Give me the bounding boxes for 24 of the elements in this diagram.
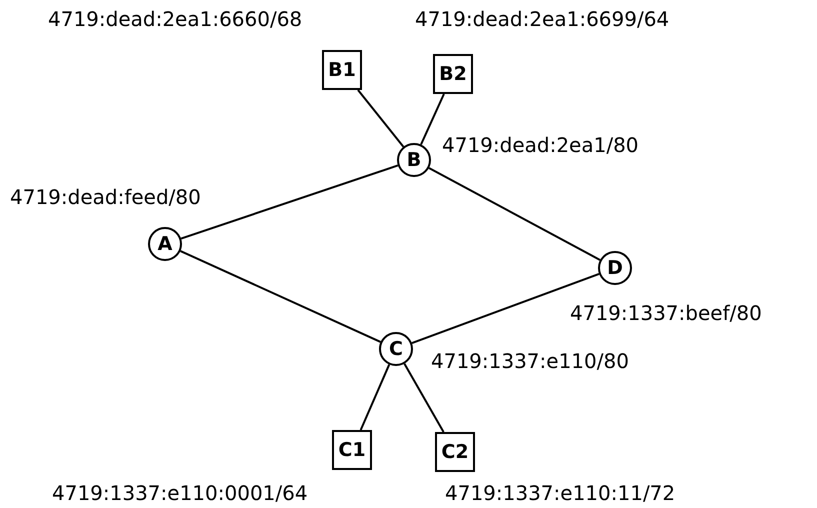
- host-node: C1: [332, 430, 372, 470]
- connector-line: [360, 364, 390, 430]
- connector-line: [357, 89, 404, 148]
- connector-line: [180, 164, 398, 240]
- host-node: B1: [322, 50, 362, 90]
- host-node: B2: [433, 54, 473, 94]
- address-label: 4719:dead:2ea1:6699/64: [415, 6, 670, 32]
- router-node: B: [397, 143, 431, 177]
- address-label: 4719:1337:e110/80: [431, 348, 629, 374]
- address-label: 4719:1337:beef/80: [570, 300, 762, 326]
- connector-line: [404, 363, 444, 432]
- address-label: 4719:1337:e110:11/72: [445, 480, 676, 506]
- connector-line: [412, 272, 600, 344]
- address-label: 4719:1337:e110:0001/64: [52, 480, 308, 506]
- connector-line: [180, 250, 381, 343]
- address-label: 4719:dead:2ea1:6660/68: [48, 6, 302, 32]
- router-node: D: [598, 251, 632, 285]
- address-label: 4719:dead:feed/80: [10, 184, 201, 210]
- address-label: 4719:dead:2ea1/80: [442, 132, 639, 158]
- connector-line: [428, 167, 600, 261]
- router-node: C: [379, 332, 413, 366]
- host-node: C2: [435, 432, 475, 472]
- router-node: A: [148, 227, 182, 261]
- connector-line: [420, 94, 445, 145]
